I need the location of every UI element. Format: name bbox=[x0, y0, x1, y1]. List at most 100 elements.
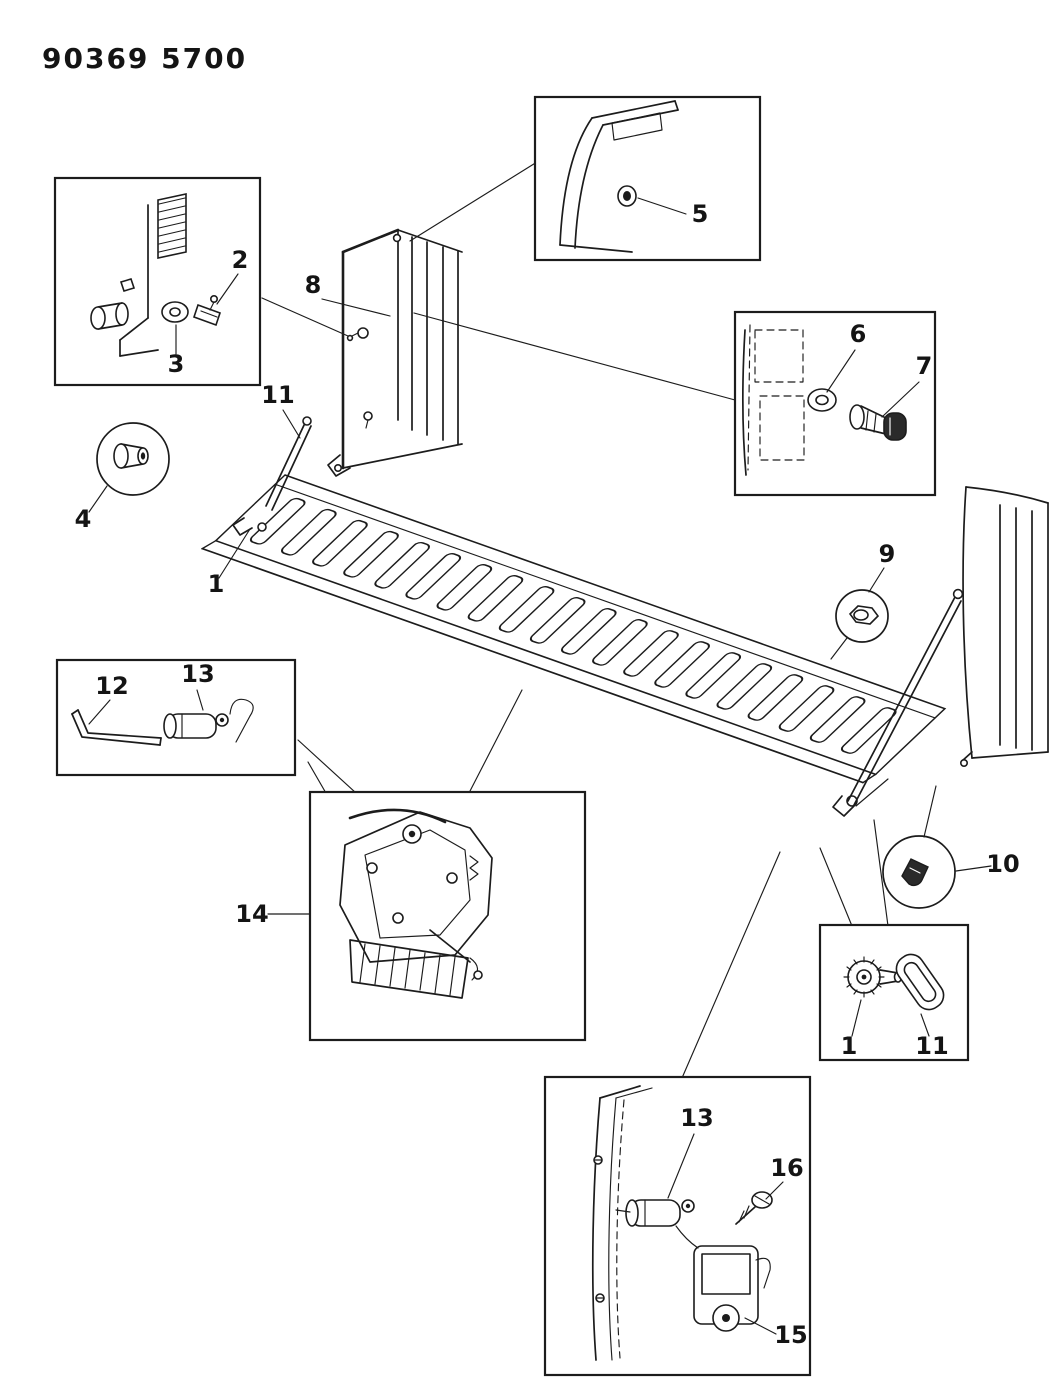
right-hinge-bracket bbox=[959, 751, 973, 767]
washer-part-6 bbox=[807, 388, 837, 412]
panel-edge-line bbox=[742, 329, 747, 476]
leader-callout-13b bbox=[667, 1133, 695, 1199]
magnifier-nut-part-9: 9 bbox=[835, 540, 896, 643]
callout-16: 16 bbox=[770, 1154, 803, 1182]
magnifier-plug-part-4: 4 bbox=[75, 422, 170, 533]
callout-7: 7 bbox=[916, 352, 933, 380]
callout-13-rod-clip: 13 bbox=[181, 660, 214, 688]
leader-callout-12 bbox=[88, 699, 111, 725]
plug-part-5 bbox=[617, 185, 637, 207]
panel-corner-lines bbox=[119, 204, 159, 357]
leader-callout-9 bbox=[868, 567, 885, 593]
tailgate-inner-panel bbox=[214, 474, 947, 776]
tailgate-outer-edge bbox=[201, 539, 877, 784]
leader-callout-11-cable bbox=[282, 409, 301, 439]
circle-9-frame bbox=[835, 589, 889, 643]
callout-5: 5 bbox=[692, 200, 709, 228]
callout-12: 12 bbox=[95, 672, 128, 700]
callout-8: 8 bbox=[305, 271, 322, 299]
hinge-pin-part-1 bbox=[843, 956, 903, 998]
latch-foot-hatching bbox=[359, 943, 456, 996]
leader-callout-8 bbox=[321, 298, 391, 317]
inset-box-latch-assembly: 14 bbox=[235, 790, 587, 1042]
inset-box-lock-actuator: 13 16 15 bbox=[543, 1075, 812, 1377]
leader-callout-10 bbox=[955, 865, 992, 872]
leader-gate-to-boxG bbox=[681, 851, 781, 1079]
bed-corner-lines bbox=[559, 100, 679, 253]
screw-part-16 bbox=[735, 1191, 773, 1225]
leader-callout-15 bbox=[744, 1317, 777, 1335]
tailgate-ribs bbox=[249, 497, 897, 754]
leader-callout-16 bbox=[765, 1181, 784, 1200]
callout-9: 9 bbox=[879, 540, 896, 568]
inset-box-corner-plug: 5 bbox=[533, 95, 762, 262]
inset-b-frame bbox=[533, 95, 762, 262]
inset-e-frame bbox=[308, 790, 587, 1042]
corner-plug-location bbox=[392, 233, 402, 243]
leader-gate-to-boxF-2 bbox=[873, 819, 889, 927]
leader-callout-4 bbox=[88, 485, 108, 513]
left-hinge-bracket bbox=[327, 454, 351, 477]
inset-box-rod-clip: 12 13 bbox=[55, 658, 297, 777]
leader-callout-1-pin bbox=[851, 999, 862, 1037]
latch-clip-part-13b bbox=[615, 1199, 695, 1227]
callout-6: 6 bbox=[850, 320, 867, 348]
pillar-edge-lines bbox=[591, 1085, 653, 1361]
callout-1-tailgate: 1 bbox=[208, 570, 225, 598]
latch-foot-bracket bbox=[349, 939, 469, 999]
inset-box-striker-detail: 2 3 bbox=[53, 176, 262, 387]
right-support-cable bbox=[847, 588, 964, 806]
striker-bolt-on-panel bbox=[346, 327, 369, 342]
leader-callout-6 bbox=[826, 349, 856, 393]
leader-boxB-to-panel bbox=[409, 161, 538, 242]
part-number-text: 90369 5700 bbox=[42, 42, 247, 75]
leader-gate-to-boxF-1 bbox=[819, 847, 853, 927]
leader-boxA-to-panel bbox=[261, 297, 349, 337]
leader-boxC-to-panel bbox=[413, 312, 736, 401]
tailgate-right-hinge bbox=[832, 778, 889, 817]
leader-circle9-to-gate bbox=[830, 637, 848, 660]
clip-part-10 bbox=[901, 858, 929, 887]
main-drawing-callouts: 8 11 1 bbox=[208, 271, 391, 598]
tailgate-left-hinge bbox=[232, 517, 267, 536]
inset-box-bumper-detail: 6 7 bbox=[733, 310, 937, 497]
lower-panel-bolt bbox=[363, 411, 373, 429]
hatched-strip bbox=[157, 193, 187, 259]
callout-15: 15 bbox=[774, 1321, 807, 1349]
leader-callout-2 bbox=[216, 273, 239, 305]
magnifier-clip-part-10: 10 bbox=[882, 835, 1020, 909]
left-support-cable bbox=[265, 416, 312, 511]
leader-gate-to-boxE bbox=[468, 689, 523, 794]
callout-1-hinge-pin: 1 bbox=[841, 1032, 858, 1060]
callout-11-plate: 11 bbox=[915, 1032, 948, 1060]
callout-14: 14 bbox=[235, 900, 268, 928]
hinge-plate-part-11 bbox=[895, 953, 945, 1011]
release-rod-part-12 bbox=[71, 709, 162, 746]
leader-callout-7 bbox=[881, 381, 920, 418]
washer-part-3 bbox=[161, 301, 189, 323]
callout-2: 2 bbox=[232, 246, 249, 274]
inset-box-hinge-pin: 1 11 bbox=[818, 923, 970, 1062]
tailgate-panel bbox=[201, 474, 947, 817]
callout-13-latch: 13 bbox=[680, 1104, 713, 1132]
callout-3: 3 bbox=[168, 350, 185, 378]
lock-actuator-part-15 bbox=[675, 1225, 771, 1332]
leader-callout-13 bbox=[196, 689, 204, 711]
star-washer-spikes bbox=[843, 956, 885, 998]
leader-callout-5 bbox=[637, 197, 687, 215]
callout-10: 10 bbox=[986, 850, 1019, 878]
callout-4: 4 bbox=[75, 505, 92, 533]
pillar-bolts bbox=[593, 1155, 605, 1303]
plug-part-4 bbox=[113, 443, 149, 469]
square-hole bbox=[119, 278, 136, 292]
bumper-screw-part-7 bbox=[849, 404, 907, 441]
leader-callout-11-plate bbox=[920, 1013, 930, 1037]
clip-part-13 bbox=[163, 698, 254, 743]
plug-part-3 bbox=[90, 302, 129, 330]
left-bed-panel bbox=[327, 228, 463, 477]
nut-part-9 bbox=[848, 605, 880, 625]
right-bed-panel bbox=[959, 486, 1049, 767]
leader-hinge-to-circle10 bbox=[923, 785, 937, 838]
